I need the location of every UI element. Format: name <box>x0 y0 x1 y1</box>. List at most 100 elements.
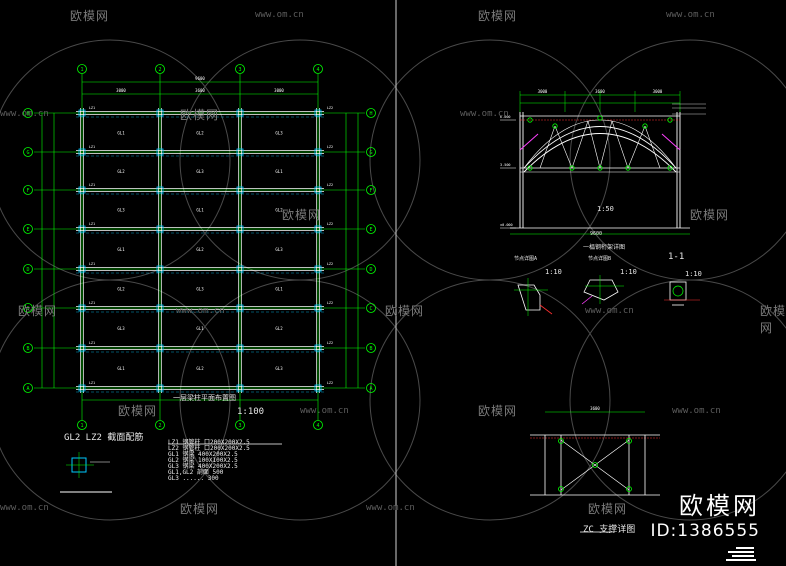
x-brace <box>560 439 630 491</box>
brace-member <box>519 133 539 151</box>
dimension-text: 3000 <box>274 88 284 93</box>
axis-label: D <box>26 267 29 273</box>
legend-line: GL1 钢梁 400X200X2.5 <box>168 451 238 458</box>
dimension-text: 3600 <box>595 89 605 94</box>
beam-label: GL2 <box>196 366 204 371</box>
node-mark <box>667 117 673 123</box>
node-mark <box>597 165 603 171</box>
axis-label: A <box>26 386 29 392</box>
dimension-text: 9600 <box>195 76 205 81</box>
column-section <box>156 344 164 352</box>
column-section <box>236 148 244 156</box>
node-details <box>514 275 700 316</box>
axis-bubble <box>23 108 33 118</box>
web-member <box>539 125 556 169</box>
axis-bubble <box>23 383 33 393</box>
detail-scale-b: 1:10 <box>620 268 637 276</box>
column-label: LZ1 <box>89 381 95 385</box>
legend-line: GL3 钢梁 400X200X2.5 <box>168 463 238 470</box>
watermark-url: www.om.cn <box>460 109 509 119</box>
axis-bubble <box>23 303 33 313</box>
column-section <box>156 304 164 312</box>
column-section <box>156 265 164 273</box>
axis-bubble <box>366 224 376 234</box>
watermark-brand: 欧模网 <box>180 502 220 516</box>
axis-bubble <box>313 64 323 74</box>
detail-scale-c: 1:10 <box>685 270 702 278</box>
detail-title-section: 1-1 <box>668 252 685 262</box>
id-bar <box>732 555 754 557</box>
axis-bubble <box>366 343 376 353</box>
watermark-url: www.om.cn <box>300 406 349 416</box>
axis-label: G <box>26 150 29 156</box>
axis-bubble <box>23 185 33 195</box>
truss-bottom-dim: 9600 <box>590 231 603 237</box>
beam-label: GL3 <box>275 247 283 252</box>
axis-bubble <box>155 64 165 74</box>
truss-title: 一榀钢桁架详图 <box>583 244 626 251</box>
asset-id: ID:1386555 <box>650 521 760 541</box>
arch-chord <box>523 133 677 173</box>
beam-label: GL1 <box>275 169 283 174</box>
arch-chord <box>523 126 677 169</box>
beam-label: GL3 <box>275 366 283 371</box>
beam-label: GL2 <box>117 287 125 292</box>
node-mark <box>597 115 603 121</box>
column-section <box>314 225 322 233</box>
detail-scale-a: 1:10 <box>545 268 562 276</box>
column-section <box>314 304 322 312</box>
dimension-text: 3000 <box>538 89 548 94</box>
beam-label: GL1 <box>196 326 204 331</box>
node-mark <box>558 486 564 492</box>
column-label: LZ1 <box>89 106 95 110</box>
watermark-url: www.om.cn <box>0 503 49 513</box>
beam-label: GL2 <box>196 247 204 252</box>
column-section <box>236 265 244 273</box>
axis-bubble <box>77 420 87 430</box>
beam-label: GL3 <box>275 131 283 136</box>
watermark-brand: 欧模网 <box>588 502 628 516</box>
watermark-url: www.om.cn <box>0 109 49 119</box>
node-plate <box>583 279 619 301</box>
axis-label: 1 <box>80 67 83 73</box>
axis-bubble <box>23 224 33 234</box>
node-mark <box>626 438 632 444</box>
column-section <box>156 384 164 392</box>
node-mark <box>552 123 558 129</box>
column-section <box>236 109 244 117</box>
axis-label: 2 <box>158 67 161 73</box>
legend-line: LZ2 钢管柱 口200X200X2.5 <box>168 445 250 452</box>
column-section <box>314 344 322 352</box>
brand-logo: 欧模网 <box>679 492 760 520</box>
web-member <box>644 125 661 169</box>
web-member <box>627 125 646 169</box>
web-member <box>587 120 601 169</box>
web-member <box>599 120 613 169</box>
watermark-brand: 欧模网 <box>478 404 518 418</box>
column-section <box>314 265 322 273</box>
legend-line: GL1,GL2 剖面 500 <box>168 469 224 476</box>
web-member <box>571 120 589 169</box>
column-label: LZ2 <box>327 262 333 266</box>
id-bar <box>726 559 756 561</box>
column-label: LZ2 <box>327 301 333 305</box>
watermark-brand: 欧模网 <box>282 208 322 222</box>
beam-label: GL1 <box>117 247 125 252</box>
column-section <box>314 148 322 156</box>
web-member <box>611 120 629 169</box>
column-section <box>156 109 164 117</box>
beam-label: GL1 <box>196 208 204 213</box>
watermark-url: www.om.cn <box>672 406 721 416</box>
arch-chord <box>523 119 677 169</box>
plan-title: 一层梁柱平面布置图 <box>173 394 236 402</box>
column-section <box>78 148 86 156</box>
dimension-text: 3000 <box>116 88 126 93</box>
legend-line: LZ1 钢管柱 口200X200X2.5 <box>168 439 250 446</box>
beam-label: GL3 <box>196 287 204 292</box>
watermark-url: www.om.cn <box>176 306 225 316</box>
axis-label: C <box>369 306 372 312</box>
brace-member <box>581 295 593 305</box>
watermark-url: www.om.cn <box>666 10 715 20</box>
